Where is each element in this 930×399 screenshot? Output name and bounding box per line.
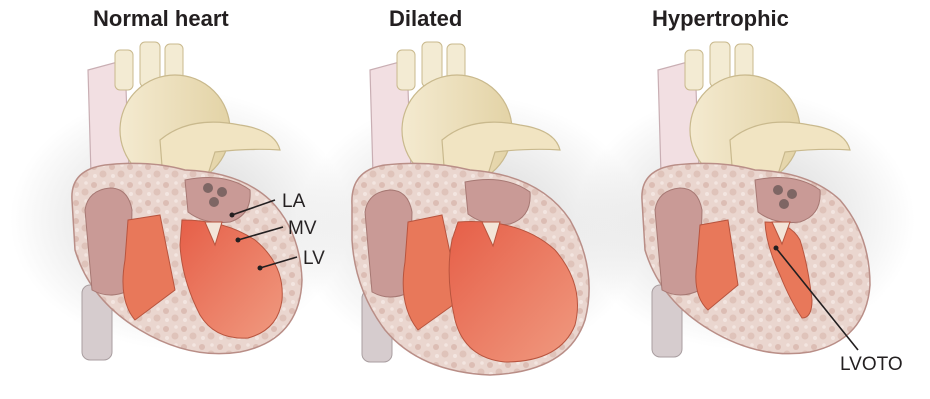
label-lvoto: LVOTO bbox=[840, 354, 903, 375]
hypertrophic-heart: LVOTO bbox=[575, 42, 915, 375]
normal-heart: LA MV LV bbox=[10, 42, 350, 360]
